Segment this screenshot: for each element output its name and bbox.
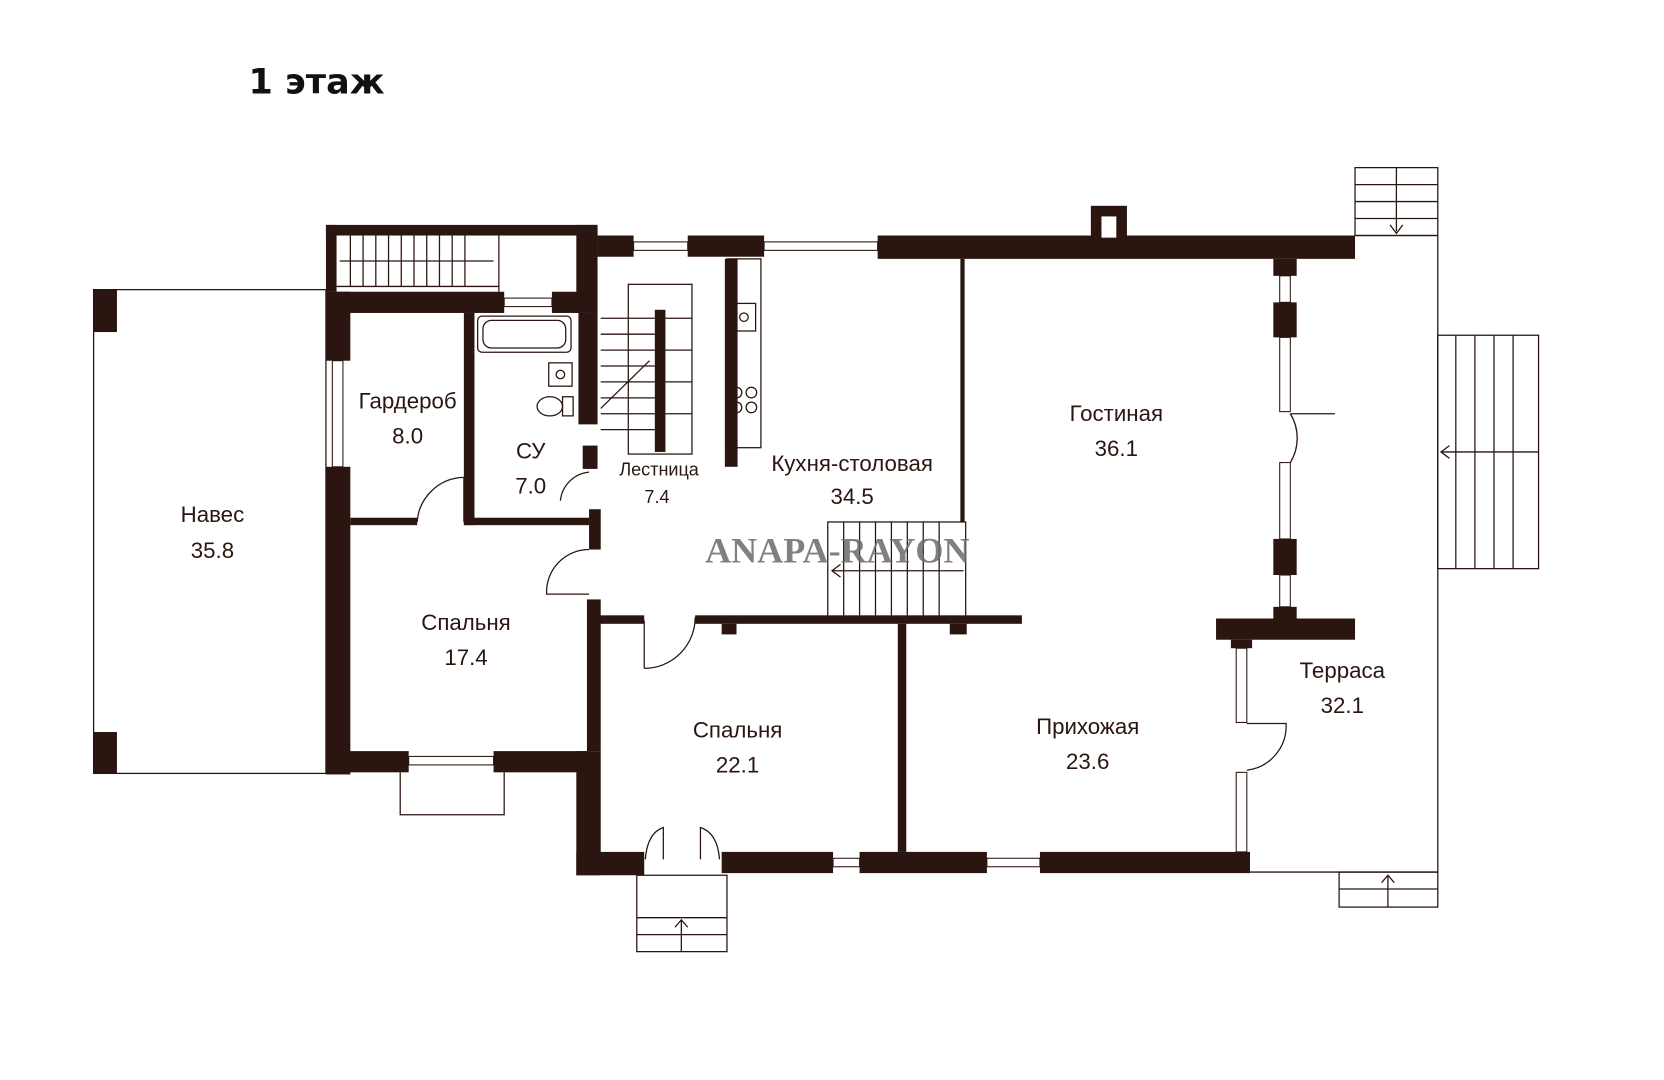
- room-area: 35.8: [191, 538, 234, 563]
- room-bedroom-2: Спальня 22.1: [693, 717, 782, 777]
- terrace-steps-top: [1354, 166, 1439, 237]
- room-name: Спальня: [693, 717, 782, 742]
- bathtub-icon: [477, 315, 572, 353]
- watermark: ANAPA-RAYON: [705, 530, 969, 570]
- room-bedroom-1: Спальня 17.4: [421, 610, 510, 670]
- walls: [325, 224, 1356, 876]
- room-hallway: Прихожая 23.6: [1036, 714, 1139, 774]
- room-area: 32.1: [1321, 693, 1364, 718]
- room-bathroom: СУ 7.0: [515, 438, 546, 498]
- stairs-outdoor: [336, 235, 500, 292]
- room-name: Лестница: [619, 459, 699, 479]
- doors: [416, 413, 1335, 860]
- toilet-icon: [536, 396, 574, 417]
- bay-window: [399, 772, 505, 816]
- chimney: [1090, 205, 1127, 238]
- room-name: Спальня: [421, 610, 510, 635]
- room-navec: Навес 35.8: [181, 502, 245, 563]
- sink-icon: [548, 362, 573, 387]
- room-name: Терраса: [1300, 658, 1386, 683]
- floor-title: 1 этаж: [249, 62, 385, 102]
- room-name: Прихожая: [1036, 714, 1139, 739]
- room-garderob: Гардероб 8.0: [359, 388, 457, 448]
- entrance-steps: [636, 874, 728, 953]
- room-area: 23.6: [1066, 749, 1109, 774]
- room-name: Гардероб: [359, 388, 457, 413]
- room-stairs: Лестница 7.4: [619, 459, 699, 507]
- room-name: Гостиная: [1070, 401, 1163, 426]
- room-area: 22.1: [716, 752, 759, 777]
- windows: [331, 241, 1291, 868]
- staircase-down: [827, 521, 967, 619]
- canopy-outline: [92, 288, 327, 775]
- room-area: 34.5: [830, 484, 873, 509]
- terrace-steps-right: [1437, 334, 1540, 570]
- room-area: 17.4: [444, 645, 487, 670]
- room-area: 8.0: [392, 423, 423, 448]
- room-living: Гостиная 36.1: [1070, 401, 1163, 461]
- staircase-interior: [600, 283, 693, 455]
- kitchen-counter: [726, 258, 762, 449]
- room-name: Навес: [181, 502, 245, 527]
- room-area: 7.0: [515, 473, 546, 498]
- room-kitchen: Кухня-столовая 34.5: [771, 451, 933, 509]
- terrace-steps-bottom: [1338, 871, 1439, 908]
- room-area: 36.1: [1095, 436, 1138, 461]
- room-name: Кухня-столовая: [771, 451, 933, 476]
- room-terrace: Терраса 32.1: [1300, 658, 1386, 718]
- room-area: 7.4: [644, 487, 669, 507]
- room-name: СУ: [516, 438, 546, 463]
